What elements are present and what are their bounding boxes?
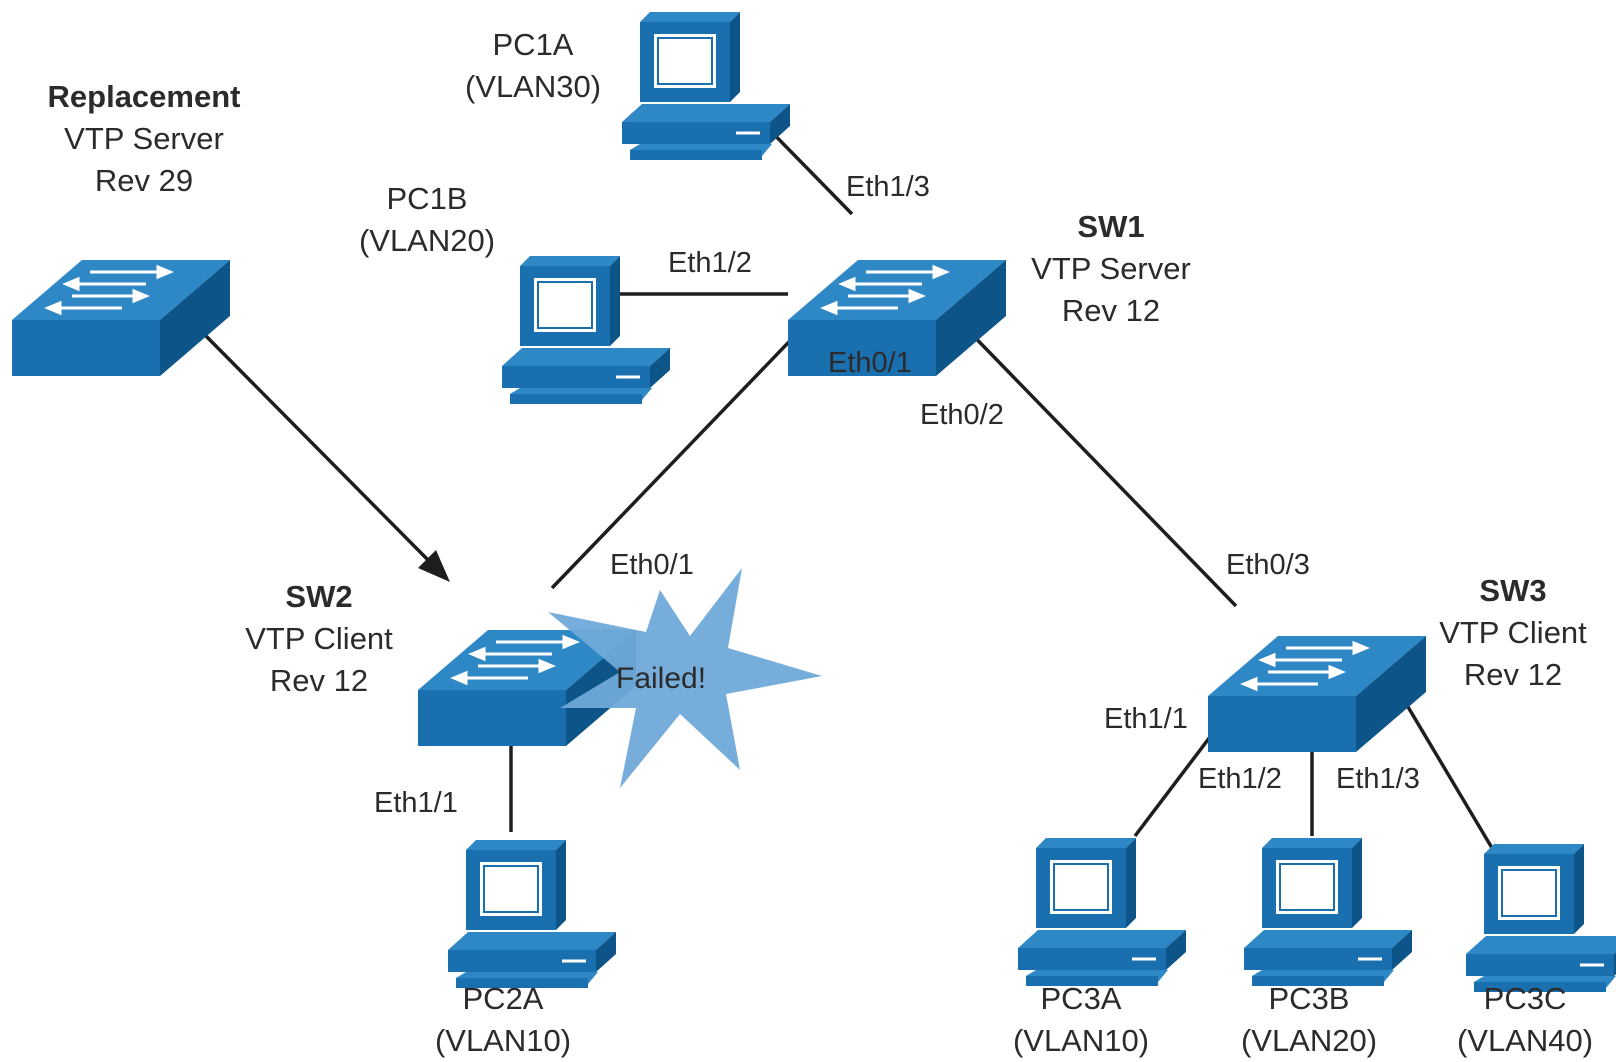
port-sw2-sw1: Eth0/1 <box>610 549 694 581</box>
pc3a-name: PC3A <box>1040 981 1122 1016</box>
pc2a-label: PC2A (VLAN10) <box>418 978 588 1062</box>
replacement-arrow <box>202 332 450 582</box>
pc-pc2a-icon <box>446 838 618 990</box>
pc1b-vlan: (VLAN20) <box>358 223 496 258</box>
failure-burst-icon <box>548 568 822 788</box>
port-sw1-pc1a: Eth1/3 <box>846 171 930 203</box>
failed-label: Failed! <box>616 662 707 695</box>
sw1-name: SW1 <box>1077 209 1145 244</box>
pc-pc1a-icon <box>620 10 792 162</box>
pc1a-name: PC1A <box>492 27 574 62</box>
switch-sw3-icon <box>1206 634 1428 754</box>
replacement-label: Replacement VTP Server Rev 29 <box>24 76 264 202</box>
replacement-rev: Rev 29 <box>94 163 194 198</box>
link-sw1-sw2 <box>550 318 812 590</box>
pc1a-vlan: (VLAN30) <box>464 69 602 104</box>
pc2a-name: PC2A <box>462 981 544 1016</box>
sw3-mode: VTP Client <box>1439 615 1587 650</box>
switch-replacement-icon <box>10 258 232 378</box>
port-sw3-pc3a: Eth1/1 <box>1104 703 1188 735</box>
pc3b-label: PC3B (VLAN20) <box>1224 978 1394 1062</box>
port-sw2-pc2a: Eth1/1 <box>374 787 458 819</box>
pc1b-name: PC1B <box>386 181 468 216</box>
sw1-rev: Rev 12 <box>1061 293 1161 328</box>
replacement-mode: VTP Server <box>64 121 224 156</box>
sw2-label: SW2 VTP Client Rev 12 <box>214 576 424 702</box>
pc3c-vlan: (VLAN40) <box>1456 1023 1594 1058</box>
pc-pc1b-icon <box>500 254 672 406</box>
pc1a-label: PC1A (VLAN30) <box>448 24 618 108</box>
sw3-name: SW3 <box>1479 573 1547 608</box>
pc3a-label: PC3A (VLAN10) <box>996 978 1166 1062</box>
sw2-rev: Rev 12 <box>269 663 369 698</box>
port-sw3-sw1: Eth0/3 <box>1226 549 1310 581</box>
pc3c-label: PC3C (VLAN40) <box>1440 978 1610 1062</box>
pc3a-vlan: (VLAN10) <box>1012 1023 1150 1058</box>
port-sw3-pc3c: Eth1/3 <box>1336 763 1420 795</box>
sw1-label: SW1 VTP Server Rev 12 <box>1006 206 1216 332</box>
pc-pc3c-icon <box>1464 842 1616 994</box>
sw1-mode: VTP Server <box>1031 251 1191 286</box>
pc-pc3a-icon <box>1016 836 1188 988</box>
sw2-mode: VTP Client <box>245 621 393 656</box>
port-sw1-pc1b: Eth1/2 <box>668 247 752 279</box>
pc3b-vlan: (VLAN20) <box>1240 1023 1378 1058</box>
sw3-label: SW3 VTP Client Rev 12 <box>1418 570 1608 696</box>
port-sw3-pc3b: Eth1/2 <box>1198 763 1282 795</box>
pc3c-name: PC3C <box>1483 981 1567 1016</box>
link-sw3-pc3c <box>1390 679 1494 849</box>
replacement-name: Replacement <box>47 79 241 114</box>
pc-pc3b-icon <box>1242 836 1414 988</box>
sw3-rev: Rev 12 <box>1463 657 1563 692</box>
sw2-name: SW2 <box>285 579 353 614</box>
port-sw1-sw3: Eth0/2 <box>920 399 1004 431</box>
pc2a-vlan: (VLAN10) <box>434 1023 572 1058</box>
pc1b-label: PC1B (VLAN20) <box>342 178 512 262</box>
port-sw1-sw2: Eth0/1 <box>828 347 912 379</box>
link-sw1-sw3 <box>956 318 1238 608</box>
pc3b-name: PC3B <box>1268 981 1350 1016</box>
